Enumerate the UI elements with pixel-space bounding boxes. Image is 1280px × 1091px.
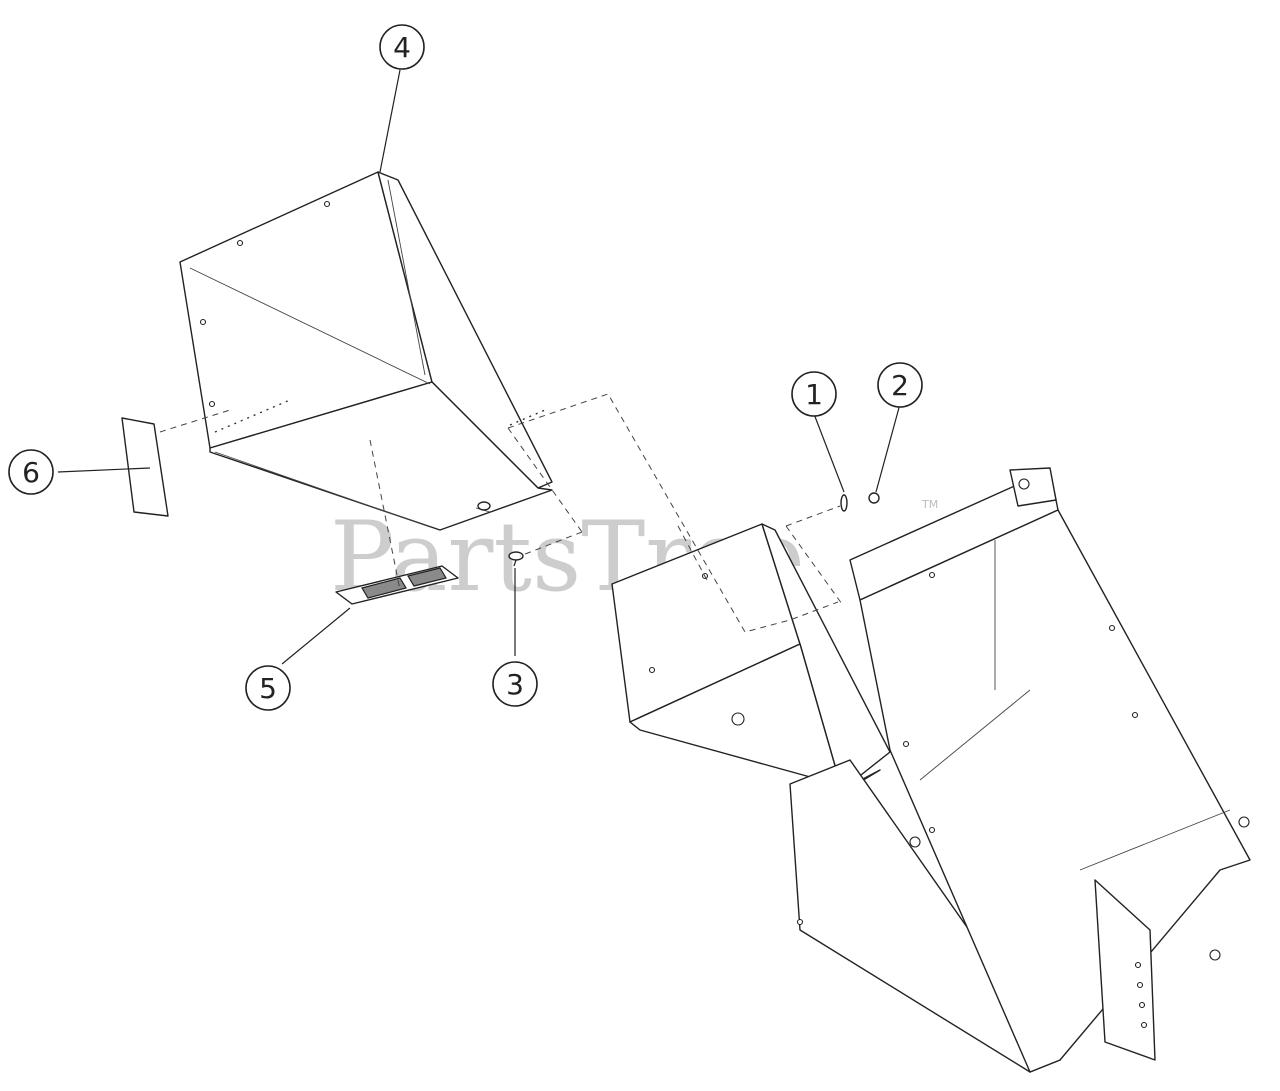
leader-1 xyxy=(813,413,845,493)
callout-2-label: 2 xyxy=(891,369,909,402)
callout-4-label: 4 xyxy=(393,31,411,64)
callout-6[interactable]: 6 xyxy=(8,449,54,495)
leader-2 xyxy=(875,403,901,493)
leader-5 xyxy=(281,607,351,665)
part-3-screw xyxy=(477,501,524,567)
callout-5[interactable]: 5 xyxy=(245,665,291,711)
callout-3-label: 3 xyxy=(506,668,524,701)
callout-5-label: 5 xyxy=(259,672,277,705)
leader-4 xyxy=(379,69,401,173)
part-1-washer xyxy=(840,494,848,512)
alignment-lines xyxy=(159,393,843,633)
chute-assembly xyxy=(611,467,1251,1073)
part-4-deflector-hood xyxy=(179,171,553,531)
callout-4[interactable]: 4 xyxy=(379,24,425,70)
leader-lines xyxy=(57,69,901,665)
callout-1[interactable]: 1 xyxy=(791,371,837,417)
watermark-trademark: TM xyxy=(921,498,938,511)
callout-6-label: 6 xyxy=(22,456,40,489)
callout-3[interactable]: 3 xyxy=(492,661,538,707)
callout-2[interactable]: 2 xyxy=(877,362,923,408)
part-2-nut xyxy=(868,492,880,504)
part-6-decal-strip xyxy=(121,417,169,517)
leader-6 xyxy=(57,467,151,473)
part-5-warning-decal xyxy=(335,565,459,605)
callout-1-label: 1 xyxy=(805,378,823,411)
